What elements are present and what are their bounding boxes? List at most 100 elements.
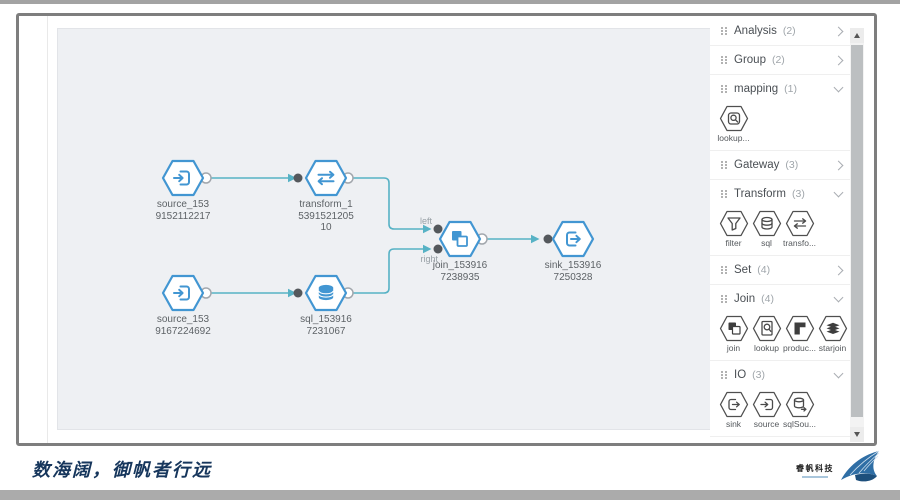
- node-label: sink_153916 7250328: [528, 260, 618, 283]
- item-label: transfo...: [782, 238, 817, 248]
- section-count: (4): [761, 293, 774, 305]
- section-header-mapping[interactable]: mapping (1): [710, 75, 850, 103]
- drag-handle-icon: [721, 295, 727, 303]
- section-label: mapping: [734, 83, 779, 95]
- sink-icon: [727, 398, 740, 411]
- palette-section-analysis: Analysis (2): [710, 17, 850, 46]
- scroll-up-button[interactable]: [850, 28, 864, 43]
- palette-scrollbar[interactable]: [850, 28, 864, 442]
- chevron-right-icon[interactable]: [833, 265, 844, 275]
- node-title: source_153: [156, 314, 210, 325]
- palette-item-filter[interactable]: filter: [717, 210, 750, 255]
- chevron-down-icon[interactable]: [833, 292, 844, 303]
- section-header-analysis[interactable]: Analysis (2): [710, 17, 850, 45]
- item-label: lookup...: [717, 133, 750, 143]
- edge-sql-join-right: [353, 248, 423, 294]
- chevron-right-icon[interactable]: [833, 55, 844, 65]
- node-title: join_153916: [432, 260, 488, 271]
- section-header-io[interactable]: IO (3): [710, 361, 850, 389]
- scroll-up-icon: [854, 33, 860, 38]
- palette-item-sqlsource[interactable]: sqlSou...: [783, 391, 816, 436]
- section-count: (3): [791, 188, 805, 200]
- input-port[interactable]: [293, 173, 303, 183]
- starjoin-icon: [826, 322, 839, 334]
- source-icon: [759, 398, 773, 411]
- palette-item-lookup[interactable]: lookup...: [717, 105, 750, 150]
- node-id: 9167224692: [155, 325, 211, 337]
- section-header-transform[interactable]: Transform (3): [710, 180, 850, 208]
- arrowhead: [423, 224, 432, 234]
- palette-item-sql[interactable]: sql: [750, 210, 783, 255]
- item-label: sqlSou...: [782, 419, 817, 429]
- section-header-join[interactable]: Join (4): [710, 285, 850, 313]
- palette-item-transform[interactable]: transfo...: [783, 210, 816, 255]
- node-palette: Analysis (2) Group (2) mapping (1): [710, 17, 850, 437]
- node-label: join_153916 7238935: [415, 260, 505, 283]
- palette-section-join: Join (4) join: [710, 285, 850, 361]
- node-id: 5391521205: [298, 210, 354, 222]
- arrowhead: [531, 234, 540, 244]
- node-transform[interactable]: [304, 159, 348, 197]
- source-icon: [173, 285, 190, 301]
- node-sql[interactable]: [304, 274, 348, 312]
- section-header-group[interactable]: Group (2): [710, 46, 850, 74]
- scroll-down-icon: [854, 432, 860, 437]
- section-header-set[interactable]: Set (4): [710, 256, 850, 284]
- sink-icon: [566, 231, 581, 247]
- input-port-left[interactable]: [433, 224, 443, 234]
- node-title: source_153: [156, 199, 210, 210]
- section-count: (2): [771, 54, 785, 66]
- drag-handle-icon: [721, 27, 727, 35]
- join-icon: [452, 231, 468, 247]
- section-label: IO: [734, 369, 747, 381]
- drag-handle-icon: [721, 56, 727, 64]
- flow-canvas[interactable]: left right source_153 9152112217: [57, 28, 712, 430]
- node-label: sql_153916 7231067: [281, 314, 371, 337]
- chevron-right-icon[interactable]: [833, 160, 844, 170]
- drag-handle-icon: [721, 190, 727, 198]
- node-label: source_153 9152112217: [138, 199, 228, 222]
- section-label: Analysis: [734, 25, 777, 37]
- section-items: lookup...: [710, 103, 850, 150]
- scrollbar-thumb[interactable]: [851, 45, 863, 417]
- node-sink[interactable]: [551, 220, 595, 258]
- palette-item-lookup[interactable]: lookup: [750, 315, 783, 360]
- palette-item-starjoin[interactable]: starjoin: [816, 315, 849, 360]
- arrowhead: [288, 173, 297, 183]
- palette-item-join[interactable]: join: [717, 315, 750, 360]
- input-port[interactable]: [293, 288, 303, 298]
- input-port[interactable]: [543, 234, 553, 244]
- chevron-down-icon[interactable]: [833, 368, 844, 379]
- item-label: starjoin: [818, 343, 847, 353]
- brand-tagline-bar: [802, 475, 828, 478]
- palette-section-gateway: Gateway (3): [710, 151, 850, 180]
- item-label: lookup: [753, 343, 780, 353]
- item-label: join: [726, 343, 741, 353]
- node-id: 7238935: [440, 271, 480, 283]
- section-count: (3): [752, 369, 765, 381]
- source-icon: [173, 170, 190, 186]
- company-logo: 睿帆科技: [796, 450, 881, 490]
- item-label: produc...: [782, 343, 817, 353]
- node-source-2[interactable]: [161, 274, 205, 312]
- app-frame: left right source_153 9152112217: [16, 13, 877, 446]
- item-label: source: [753, 419, 780, 429]
- edges-layer: [200, 172, 553, 299]
- chevron-down-icon[interactable]: [833, 82, 844, 93]
- node-id: 7250328: [553, 271, 593, 283]
- input-port-right[interactable]: [433, 244, 443, 254]
- brand-name: 睿帆科技: [796, 463, 834, 473]
- scroll-down-button[interactable]: [850, 427, 864, 442]
- chevron-down-icon[interactable]: [833, 187, 844, 198]
- chevron-right-icon[interactable]: [833, 26, 844, 36]
- palette-item-source[interactable]: source: [750, 391, 783, 436]
- node-id: 10: [320, 222, 332, 233]
- palette-section-set: Set (4): [710, 256, 850, 285]
- node-join[interactable]: [438, 220, 482, 258]
- palette-item-product[interactable]: produc...: [783, 315, 816, 360]
- section-header-gateway[interactable]: Gateway (3): [710, 151, 850, 179]
- node-source-1[interactable]: [161, 159, 205, 197]
- palette-item-sink[interactable]: sink: [717, 391, 750, 436]
- lookup-icon: [727, 112, 740, 125]
- drag-handle-icon: [721, 371, 727, 379]
